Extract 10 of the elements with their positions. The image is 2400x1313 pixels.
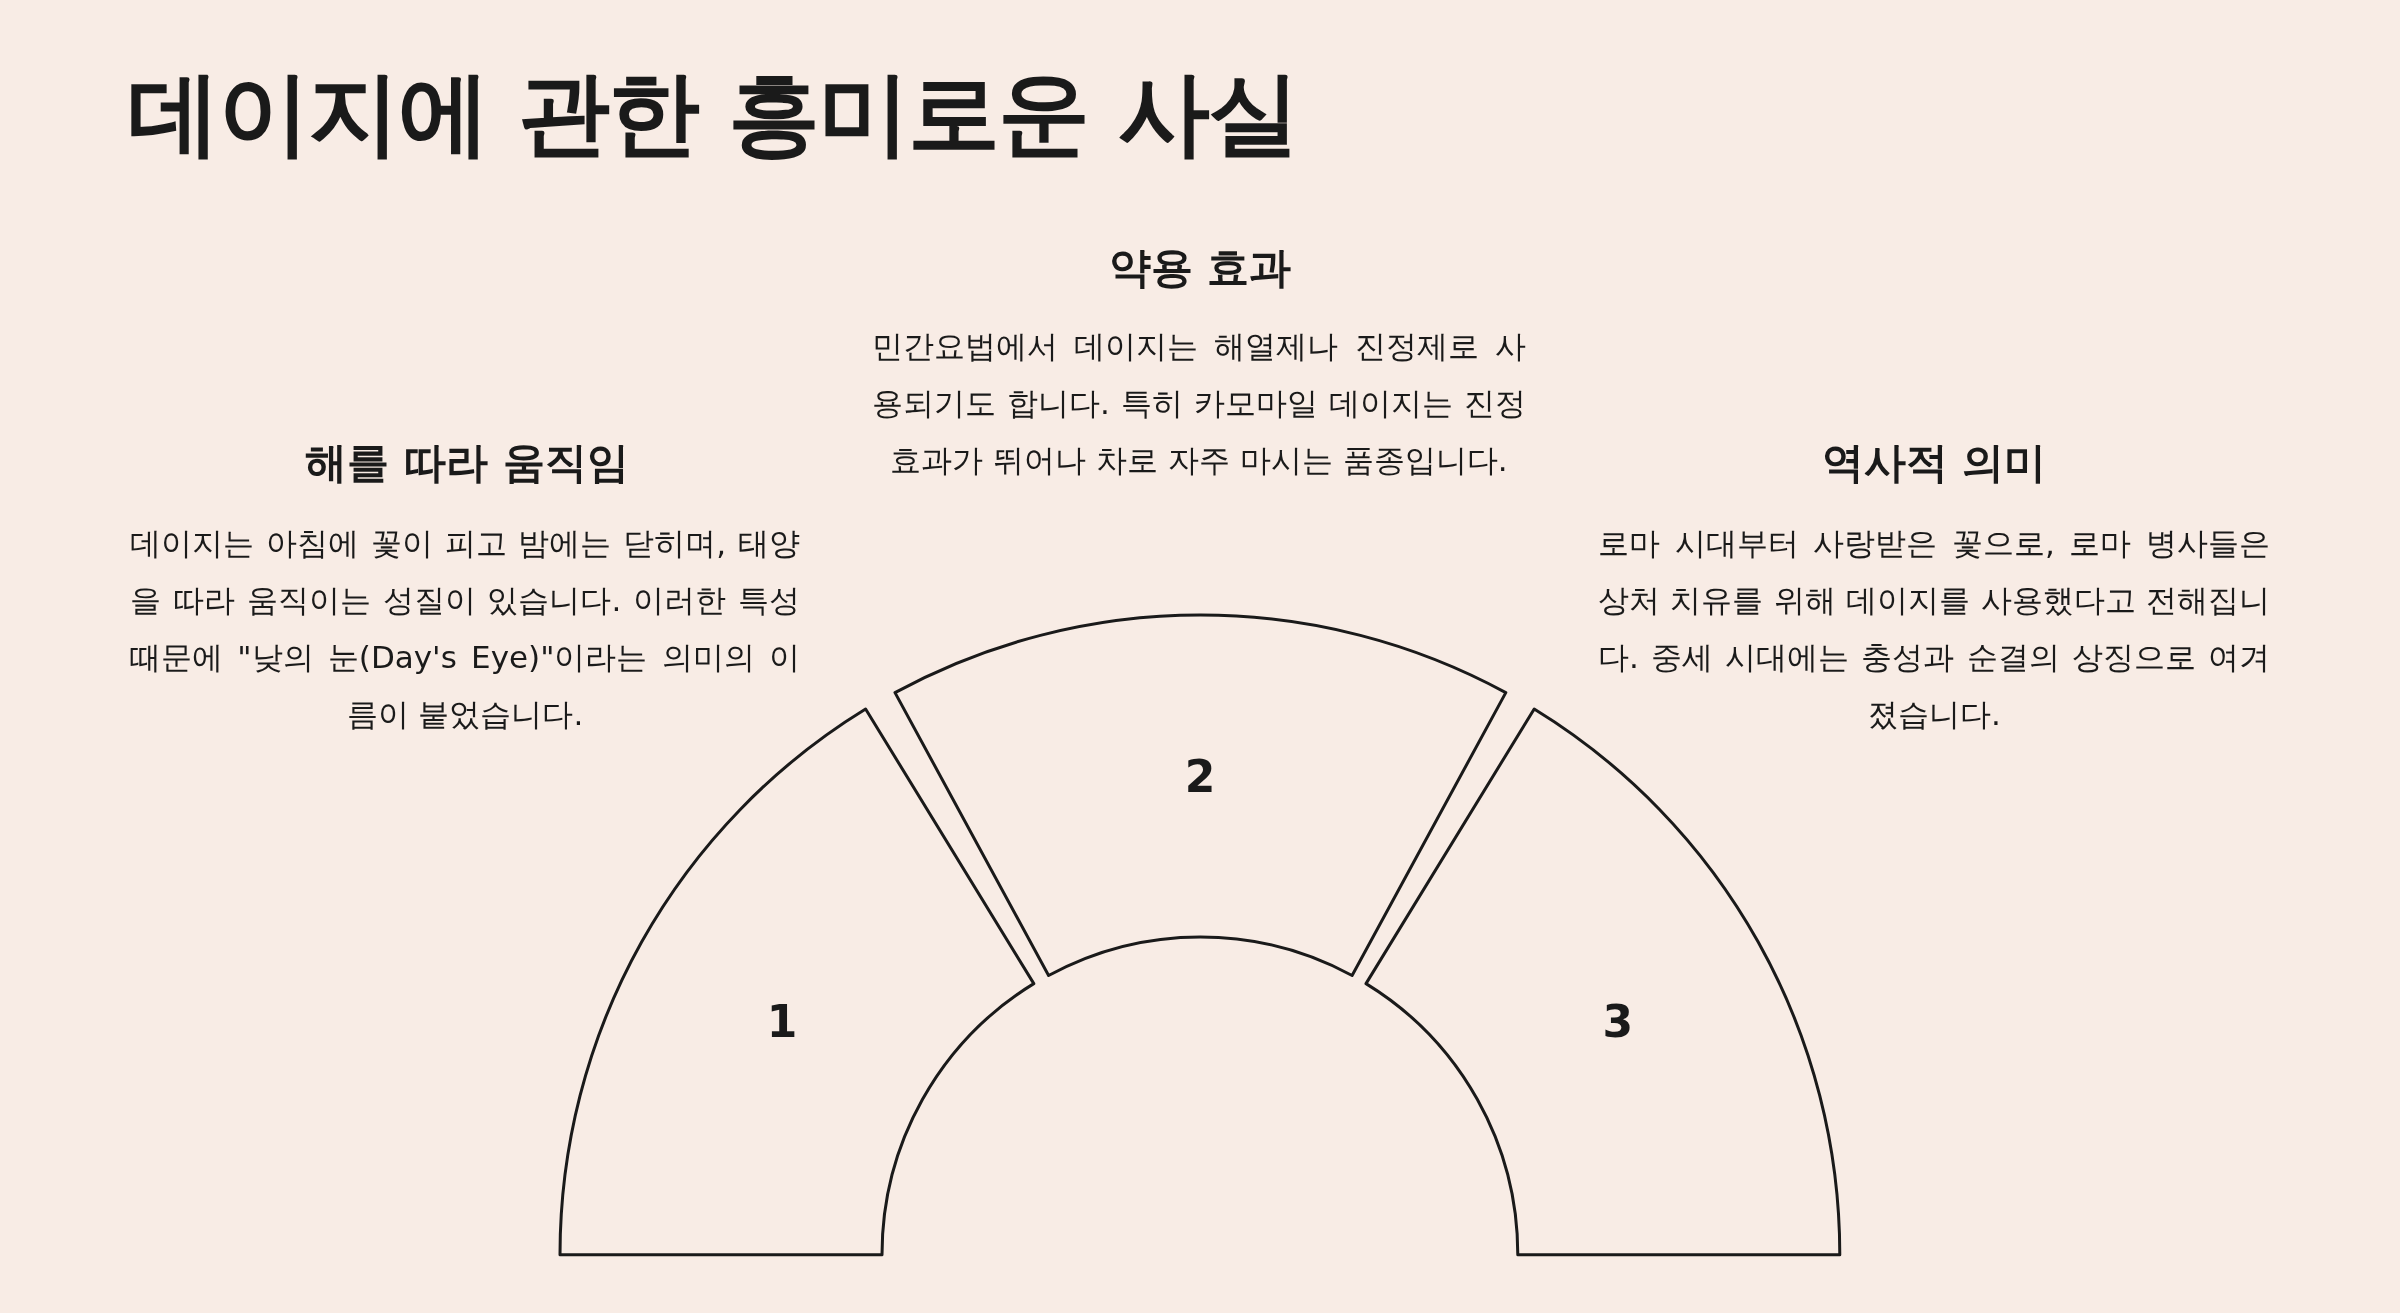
section-heading: 해를 따라 움직임	[305, 437, 629, 489]
page-title: 데이지에 관한 흥미로운 사실	[128, 59, 1299, 169]
segment-number: 2	[1184, 750, 1216, 802]
description-text: 민간요법에서 데이지는 해열제나 진정제로 사용되기도 합니다. 특히 카모마일 데이지는 진정 효과가 뛰어나 차로 자주 마시는 품종입니다.	[872, 327, 1526, 480]
section-heading: 약용 효과	[1108, 242, 1292, 294]
segment-number: 3	[1602, 995, 1634, 1047]
section-heading: 역사적 의미	[1821, 437, 2047, 489]
segment-number: 1	[766, 995, 798, 1047]
description-text: 로마 시대부터 사랑받은 꽃으로, 로마 병사들은 상처 치유를 위해 데이지를 사용했다고 전해집니다. 중세 시대에는 충성과 순결의 상징으로 여겨졌습니다.	[1598, 524, 2270, 734]
description-text: 데이지는 아침에 꽃이 피고 밤에는 닫히며, 태양을 따라 움직이는 성질이 있습니다. 이러한 특성 때문에 "낮의 눈(Day's Eye)"이라는 의미의 이름이 붙었습니다.	[130, 524, 800, 734]
